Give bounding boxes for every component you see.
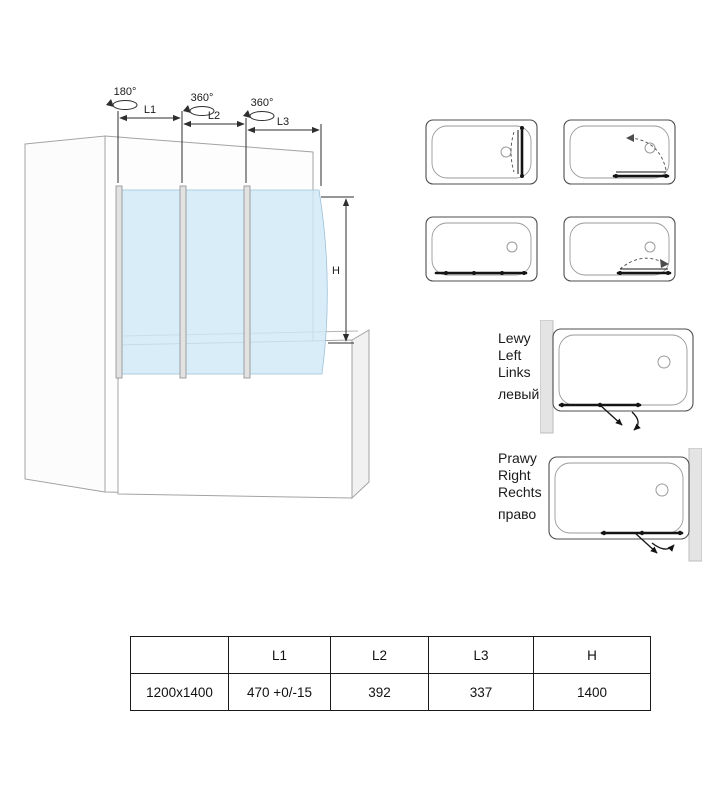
swing-arc <box>651 542 675 552</box>
dim-h-label: H <box>332 265 340 277</box>
fold-arc <box>619 257 665 270</box>
wall-strip <box>688 448 702 562</box>
l2-value-cell: 392 <box>330 673 429 711</box>
label-links: Links <box>498 364 531 380</box>
hinge-dot <box>664 174 668 178</box>
right-version-labels: Prawy Right Rechts право <box>498 450 548 523</box>
swing-line <box>634 532 658 554</box>
l3-value-cell: 337 <box>428 673 534 711</box>
hinge-dot <box>444 271 448 275</box>
rotate-360-icon-2 <box>243 110 275 121</box>
header-l2-cell: L2 <box>330 636 429 674</box>
fold-arrowhead <box>626 134 634 142</box>
topview-folded-vertical <box>425 119 538 185</box>
hinge-dot <box>522 271 526 275</box>
l1-value-cell: 470 +0/-15 <box>228 673 331 711</box>
hinge-dot <box>635 402 641 408</box>
label-lewy: Lewy <box>498 330 531 346</box>
drain-icon <box>657 355 671 369</box>
hinge-dot <box>677 530 683 536</box>
left-version-labels: Lewy Left Links левый <box>498 330 548 403</box>
hinge-dot <box>500 271 504 275</box>
angle-180-label: 180° <box>114 86 137 98</box>
hinge-dot <box>520 126 524 130</box>
header-l3-cell: L3 <box>428 636 534 674</box>
hinge-dot <box>472 271 476 275</box>
drain-icon <box>506 241 518 253</box>
drain-icon <box>655 483 669 497</box>
hinge-dot <box>520 174 524 178</box>
dimensions-table: L1 L2 L3 H 1200x1400 470 +0/-15 392 337 … <box>130 636 651 711</box>
hinge-dot <box>614 174 618 178</box>
left-version-topview <box>540 320 694 434</box>
rotate-180-icon <box>106 99 138 110</box>
swing-line <box>599 404 623 426</box>
isometric-bath-screen-drawing: 180° 360° 360° L1 L2 L3 H <box>24 86 370 500</box>
angle-360-label-1: 360° <box>191 92 214 104</box>
dimension-lines <box>117 111 354 344</box>
drain-icon <box>644 241 656 253</box>
hinge-dot <box>601 530 607 536</box>
frame-profile-2 <box>179 185 187 379</box>
size-value-cell: 1200x1400 <box>130 673 229 711</box>
topview-fully-extended <box>425 216 538 282</box>
label-right: Right <box>498 467 531 483</box>
label-rechts: Rechts <box>498 484 542 500</box>
fold-arrowhead <box>660 259 669 268</box>
topview-fold-360-inward <box>563 119 676 185</box>
hinge-dot <box>559 402 565 408</box>
fold-arc <box>631 137 667 171</box>
hinge-dot <box>639 530 645 536</box>
wall-strip <box>540 320 554 434</box>
table-data-row: 1200x1400 470 +0/-15 392 337 1400 <box>130 673 651 711</box>
frame-profile-3 <box>243 185 251 379</box>
hinge-dot <box>666 271 670 275</box>
swing-arc <box>631 411 641 431</box>
table-header-row: L1 L2 L3 H <box>130 636 651 674</box>
header-l1-cell: L1 <box>228 636 331 674</box>
label-levyy: левый <box>498 386 540 402</box>
label-prawy: Prawy <box>498 450 537 466</box>
dim-l2-label: L2 <box>208 110 220 122</box>
right-version-topview <box>548 448 702 562</box>
glass-panels <box>115 185 328 379</box>
hinge-dot <box>618 271 622 275</box>
rotate-360-icon-1 <box>183 105 215 116</box>
rotation-arrow-icons <box>106 99 275 121</box>
angle-360-label-2: 360° <box>251 97 274 109</box>
dim-l1-label: L1 <box>144 104 156 116</box>
label-pravo: право <box>498 506 537 522</box>
header-h-cell: H <box>533 636 651 674</box>
frame-profile-1 <box>115 185 123 379</box>
dim-l3-label: L3 <box>277 116 289 128</box>
topview-fold-360-outward <box>563 216 676 282</box>
label-left: Left <box>498 347 522 363</box>
h-value-cell: 1400 <box>533 673 651 711</box>
drain-icon <box>500 146 512 158</box>
header-size-cell <box>130 636 229 674</box>
